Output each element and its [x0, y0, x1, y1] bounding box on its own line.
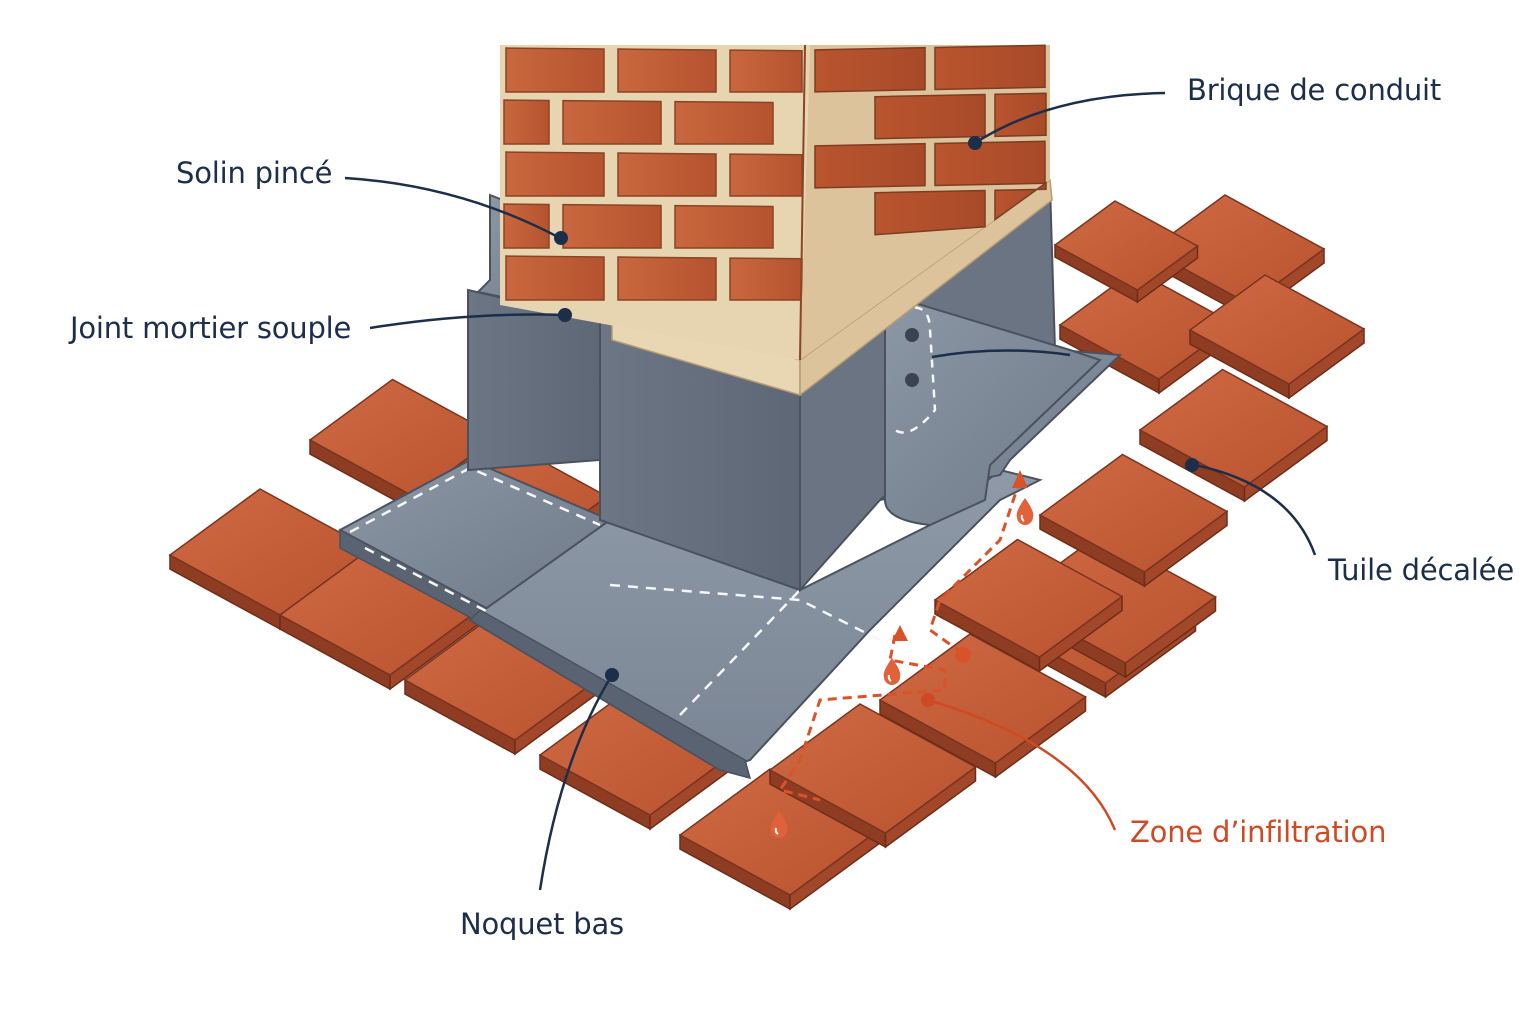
brick [503, 203, 550, 249]
infiltration-leader [927, 698, 1117, 831]
bolt-icon [905, 373, 919, 387]
roof-tile [1053, 200, 1199, 304]
brick [617, 256, 717, 301]
brick [674, 100, 774, 145]
water-drop-icon [883, 658, 901, 685]
brick [503, 99, 550, 145]
leader-lines [344, 91, 1317, 891]
water-drops [770, 498, 1034, 838]
roof-tile [1188, 274, 1366, 400]
infiltration-arrows [892, 470, 1028, 663]
brick [505, 47, 605, 93]
brick [934, 140, 1046, 187]
brick [729, 49, 803, 93]
roof-tile [278, 548, 482, 691]
leader-dots [554, 136, 1199, 682]
label-counter-flashing: Solin pincé [176, 156, 333, 190]
brick-chimney [500, 44, 1050, 361]
brick [729, 153, 803, 197]
brick [874, 93, 986, 140]
infiltration-dot [921, 693, 935, 707]
roof-tile [1038, 453, 1229, 588]
label-staggered-tile: Tuile décalée [1328, 553, 1514, 587]
brick [505, 255, 605, 301]
label-bottom-flashing: Noquet bas [460, 907, 624, 941]
brick [674, 204, 774, 249]
brick [562, 203, 662, 249]
brick [729, 257, 803, 301]
label-infiltration-zone: Zone d’infiltration [1130, 815, 1387, 849]
brick [994, 181, 1047, 222]
brick [814, 142, 926, 189]
water-drop-icon [1016, 498, 1034, 525]
label-mortar-joint: Joint mortier souple [70, 311, 352, 345]
roof-tile [768, 703, 977, 849]
brick [562, 99, 662, 145]
brick [994, 92, 1047, 138]
bottom-flashing [337, 348, 1123, 780]
water-drop-icon [770, 811, 788, 838]
brick [505, 151, 605, 197]
bolt-icon [905, 328, 919, 342]
brick [814, 46, 926, 93]
label-brick: Brique de conduit [1187, 73, 1442, 107]
brick [934, 44, 1046, 91]
brick [874, 189, 986, 236]
roof-tile [933, 538, 1124, 673]
brick [617, 48, 717, 93]
brick [617, 152, 717, 197]
infiltration-path [777, 479, 1022, 802]
